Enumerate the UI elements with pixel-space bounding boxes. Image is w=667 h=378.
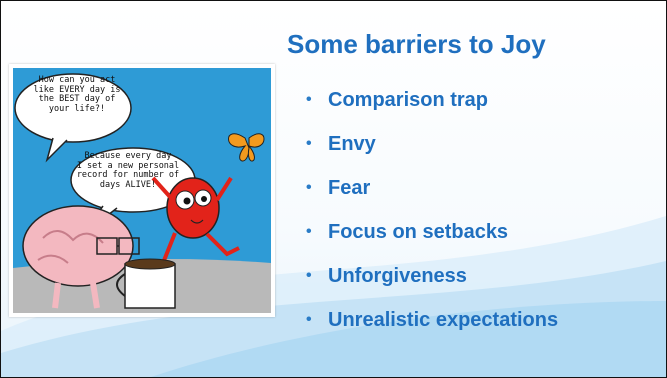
bullet-text: Comparison trap [328,89,489,111]
bullet-text: Envy [328,133,376,155]
bullet-marker: • [306,311,312,328]
bullet-text: Unforgiveness [328,265,467,287]
bullet-marker: • [306,91,312,108]
coffee-mug-icon [116,258,176,309]
comic-image: How can you act like EVERY day is the BE… [9,64,275,317]
comic-drawing [13,68,271,313]
bullet-list: • Comparison trap • Envy • Fear • Focus on s… [306,83,558,347]
bullet-item: • Unrealistic expectations [306,303,558,347]
bullet-marker: • [306,223,312,240]
bullet-text: Fear [328,177,371,199]
bullet-marker: • [306,135,312,152]
bullet-item: • Fear [306,171,558,215]
heart-character-icon [151,176,240,270]
bullet-text: Focus on setbacks [328,221,509,243]
speech-bubble-brain: How can you act like EVERY day is the BE… [33,75,121,114]
butterfly-icon [228,133,265,162]
bullet-marker: • [306,267,312,284]
brain-character-icon [22,205,140,309]
bullet-text: Unrealistic expectations [328,309,559,331]
bullet-item: • Comparison trap [306,83,558,127]
bullet-item: • Envy [306,127,558,171]
bullet-item: • Unforgiveness [306,259,558,303]
bullet-item: • Focus on setbacks [306,215,558,259]
speech-bubble-heart: Because every day I set a new personal r… [76,151,180,190]
slide-title: Some barriers to Joy [287,29,546,59]
bullet-marker: • [306,179,312,196]
